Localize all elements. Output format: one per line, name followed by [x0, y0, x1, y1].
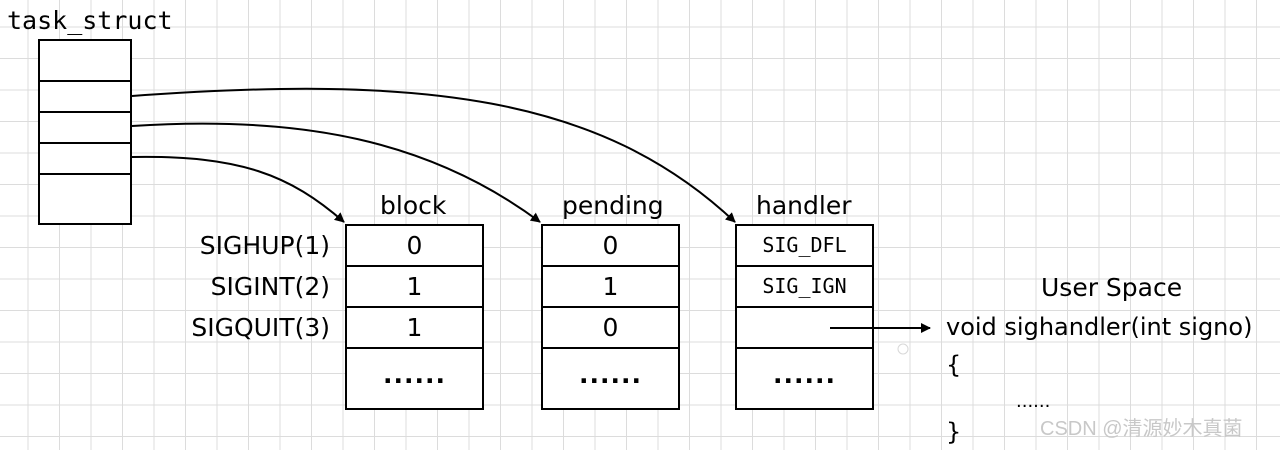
- block-cell: 1: [406, 272, 423, 301]
- table-divider: [543, 265, 678, 267]
- table-divider: [347, 265, 482, 267]
- block-cell: 1: [406, 313, 423, 342]
- block-header: block: [380, 191, 447, 220]
- arrow-task-to-block: [131, 155, 345, 223]
- table-divider: [347, 347, 482, 349]
- handler-cell: SIG_IGN: [762, 274, 847, 298]
- code-line: void sighandler(int signo): [946, 313, 1253, 341]
- arrow-task-to-handler: [131, 87, 736, 223]
- table-divider: [737, 347, 872, 349]
- arrow-task-to-pending: [131, 122, 541, 223]
- pending-header: pending: [562, 191, 664, 220]
- pending-cell: ......: [579, 360, 642, 389]
- handler-header: handler: [756, 191, 852, 220]
- watermark: CSDN @清源妙木真菌: [1040, 418, 1243, 440]
- table-divider: [347, 306, 482, 308]
- task-struct-divider: [40, 173, 130, 175]
- table-divider: [543, 347, 678, 349]
- task-struct-divider: [40, 80, 130, 82]
- handler-cell: ......: [773, 360, 836, 389]
- user-space-title: User Space: [1041, 273, 1183, 302]
- pending-cell: 0: [602, 231, 619, 260]
- code-line: {: [946, 351, 962, 379]
- task-struct-divider: [40, 142, 130, 144]
- handler-cell: SIG_DFL: [762, 233, 847, 257]
- code-line: }: [946, 418, 962, 446]
- handler-table: [735, 224, 874, 410]
- signal-label: SIGQUIT(3): [191, 313, 330, 342]
- task-struct-divider: [40, 111, 130, 113]
- pending-cell: 0: [602, 313, 619, 342]
- block-table: [345, 224, 484, 410]
- table-divider: [737, 306, 872, 308]
- block-cell: 0: [406, 231, 423, 260]
- small-circle: [897, 343, 909, 355]
- table-divider: [543, 306, 678, 308]
- task-struct-label: task_struct: [7, 6, 173, 35]
- signal-label: SIGHUP(1): [199, 231, 330, 260]
- task-struct-box: [38, 39, 132, 225]
- signal-label: SIGINT(2): [210, 272, 330, 301]
- table-divider: [737, 265, 872, 267]
- pending-cell: 1: [602, 272, 619, 301]
- code-line: ......: [1016, 391, 1051, 412]
- pending-table: [541, 224, 680, 410]
- block-cell: ......: [383, 360, 446, 389]
